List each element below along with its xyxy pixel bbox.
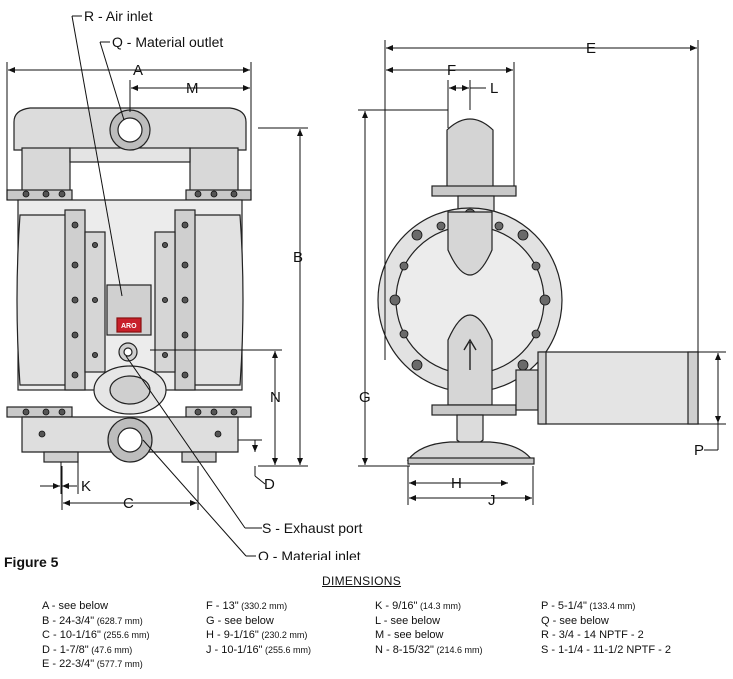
- dim-row-h: H - 9-1/16" (230.2 mm): [206, 629, 308, 642]
- dim-row-s: S - 1-1/4 - 11-1/2 NPTF - 2: [541, 643, 672, 656]
- dim-row-j: J - 10-1/16" (255.6 mm): [206, 643, 312, 656]
- dim-row-c: C - 10-1/16" (255.6 mm): [42, 629, 150, 642]
- dim-label-a: A: [133, 62, 143, 79]
- aro-logo: ARO: [121, 323, 137, 330]
- dim-row-f: F - 13" (330.2 mm): [206, 600, 288, 612]
- dim-label-g: G: [359, 389, 371, 406]
- dimension-lines: [6, 40, 726, 510]
- dim-row-g: G - see below: [206, 614, 274, 627]
- callout-r-air-inlet: R - Air inlet: [84, 8, 153, 24]
- dim-row-m: M - see below: [375, 629, 444, 642]
- dim-label-c: C: [123, 495, 134, 512]
- dim-row-n: N - 8-15/32" (214.6 mm): [375, 643, 483, 656]
- dim-row-q: Q - see below: [541, 614, 609, 627]
- dim-label-f: F: [447, 62, 456, 79]
- dim-row-r: R - 3/4 - 14 NPTF - 2: [541, 629, 644, 642]
- dimensions-heading: DIMENSIONS: [322, 574, 402, 588]
- callout-q-material-inlet: Q - Material inlet: [258, 548, 361, 560]
- dim-row-d: D - 1-7/8" (47.6 mm): [42, 643, 133, 656]
- dim-label-d: D: [264, 476, 275, 493]
- right-housing: [184, 214, 244, 386]
- dim-label-n: N: [270, 389, 281, 406]
- callout-s-exhaust-port: S - Exhaust port: [262, 520, 362, 536]
- dimensions-col-1: A - see below B - 24-3/4" (628.7 mm) C -…: [42, 599, 149, 672]
- dim-label-p: P: [694, 442, 704, 459]
- dim-label-e: E: [586, 40, 596, 57]
- dim-row-l: L - see below: [375, 614, 441, 627]
- dim-label-h: H: [451, 475, 462, 492]
- dim-row-a: A - see below: [42, 600, 109, 612]
- dim-row-p: P - 5-1/4" (133.4 mm): [541, 600, 636, 612]
- dim-row-e: E - 22-3/4" (577.7 mm): [42, 658, 143, 671]
- dimensions-col-3: K - 9/16" (14.3 mm) L - see below M - se…: [375, 599, 482, 657]
- dimensions-col-4: P - 5-1/4" (133.4 mm) Q - see below R - …: [541, 599, 671, 657]
- figure-title: Figure 5: [4, 554, 59, 570]
- muffler: [539, 351, 699, 425]
- dimensions-col-2: F - 13" (330.2 mm) G - see below H - 9-1…: [206, 599, 311, 657]
- pump-drawing: R - Air inlet Q - Material outlet S - Ex…: [6, 8, 726, 560]
- left-housing: [16, 214, 76, 386]
- dim-label-k: K: [81, 478, 91, 495]
- dim-label-b: B: [293, 249, 303, 266]
- dim-row-b: B - 24-3/4" (628.7 mm): [42, 614, 143, 627]
- dim-label-m: M: [186, 80, 199, 97]
- dim-label-j: J: [488, 492, 496, 509]
- callout-q-material-outlet: Q - Material outlet: [112, 34, 223, 50]
- side-base: [406, 441, 534, 461]
- dim-row-k: K - 9/16" (14.3 mm): [375, 600, 461, 612]
- callout-leaders: [71, 15, 262, 557]
- side-view: [377, 118, 699, 465]
- front-view: [6, 107, 252, 463]
- side-outlet-cap: [446, 118, 494, 189]
- dim-label-l: L: [490, 80, 498, 97]
